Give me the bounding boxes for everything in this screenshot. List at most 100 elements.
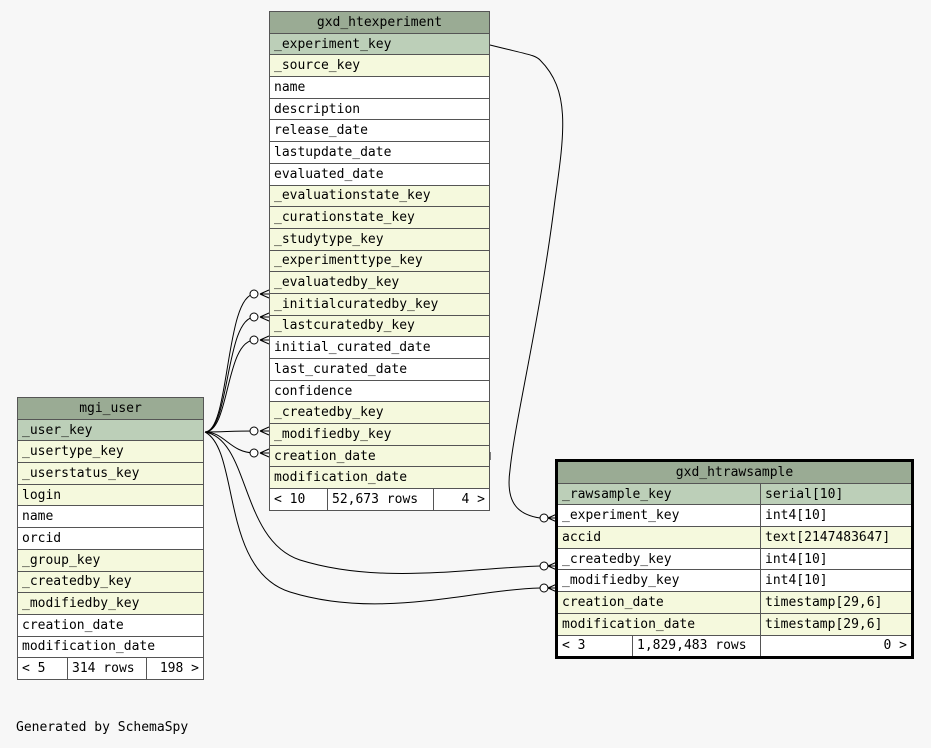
- column-name: modification_date: [17, 635, 204, 659]
- column-row[interactable]: initial_curated_date: [269, 336, 490, 359]
- column-type: timestamp[29,6]: [760, 612, 912, 636]
- column-name: _experiment_key: [557, 504, 761, 528]
- column-name: _group_key: [17, 548, 204, 572]
- column-name: _experimenttype_key: [269, 249, 490, 273]
- edge-raw-modifiedby-end: [539, 583, 549, 593]
- column-row[interactable]: login: [17, 483, 204, 507]
- children-count[interactable]: 198 >: [146, 657, 204, 680]
- column-row[interactable]: modification_date: [17, 635, 204, 659]
- column-row[interactable]: modification_date: [269, 466, 490, 490]
- column-name: modification_date: [557, 612, 761, 636]
- parents-count[interactable]: < 10: [269, 488, 328, 511]
- column-name: creation_date: [269, 444, 490, 468]
- column-row[interactable]: _initialcuratedby_key: [269, 292, 490, 316]
- parents-count[interactable]: < 3: [557, 634, 633, 658]
- edge-raw-createdby-end: [539, 561, 549, 571]
- column-name: _source_key: [269, 54, 490, 78]
- column-name: name: [17, 505, 204, 529]
- edge-lastcuratedby-crow: [259, 335, 270, 345]
- column-row[interactable]: last_curated_date: [269, 358, 490, 381]
- column-row[interactable]: _modifiedby_key: [269, 423, 490, 446]
- column-name: evaluated_date: [269, 162, 490, 186]
- column-name: _modifiedby_key: [17, 592, 204, 615]
- table-gxd-htexperiment[interactable]: gxd_htexperiment _experiment_key_source_…: [269, 11, 490, 511]
- column-row[interactable]: _userstatus_key: [17, 462, 204, 485]
- column-name: accid: [557, 526, 761, 549]
- edge-evaluatedby-end: [249, 289, 259, 299]
- column-row[interactable]: _createdby_key: [269, 401, 490, 425]
- column-row[interactable]: name: [17, 505, 204, 529]
- column-row[interactable]: _group_key: [17, 548, 204, 572]
- edge-modifiedby-crow: [259, 448, 270, 458]
- edge-evaluatedby-crow: [259, 289, 270, 299]
- edge-experiment-crow: [547, 513, 558, 523]
- column-type: serial[10]: [760, 482, 912, 506]
- column-row[interactable]: _evaluationstate_key: [269, 184, 490, 208]
- column-row[interactable]: description: [269, 97, 490, 121]
- children-count[interactable]: 4 >: [433, 488, 490, 511]
- column-row[interactable]: _experimenttype_key: [269, 249, 490, 273]
- column-name: _experiment_key: [269, 32, 490, 56]
- edge-initialcuratedby: [204, 316, 256, 433]
- table-title: mgi_user: [17, 397, 204, 420]
- column-name: _studytype_key: [269, 227, 490, 251]
- column-row[interactable]: creation_date: [269, 444, 490, 468]
- edge-raw-modifiedby-crow: [547, 583, 558, 593]
- column-name: initial_curated_date: [269, 336, 490, 359]
- column-row[interactable]: _source_key: [269, 54, 490, 78]
- edge-createdby-end: [249, 426, 259, 436]
- column-row[interactable]: _experiment_key: [269, 32, 490, 56]
- column-row[interactable]: _evaluatedby_key: [269, 271, 490, 294]
- column-row[interactable]: _modifiedby_key: [17, 592, 204, 615]
- column-row[interactable]: _studytype_key: [269, 227, 490, 251]
- edge-modifiedby-end: [249, 448, 259, 458]
- column-row[interactable]: release_date: [269, 119, 490, 143]
- column-row[interactable]: orcid: [17, 527, 204, 550]
- generated-by-label: Generated by SchemaSpy: [16, 720, 189, 735]
- table-mgi-user[interactable]: mgi_user _user_key_usertype_key_userstat…: [17, 397, 204, 680]
- column-name: _user_key: [17, 418, 204, 442]
- column-name: _userstatus_key: [17, 462, 204, 485]
- column-type: int4[10]: [760, 504, 912, 528]
- row-count: 52,673 rows: [327, 488, 434, 511]
- row-count: 314 rows: [67, 657, 147, 680]
- table-title: gxd_htrawsample: [557, 461, 912, 484]
- column-type: text[2147483647]: [760, 526, 912, 549]
- edge-lastcuratedby-end: [249, 335, 259, 345]
- column-name: _rawsample_key: [557, 482, 761, 506]
- column-row[interactable]: _curationstate_key: [269, 206, 490, 229]
- column-row[interactable]: _user_key: [17, 418, 204, 442]
- edge-raw-createdby: [204, 431, 541, 574]
- column-name: _modifiedby_key: [269, 423, 490, 446]
- column-name: _createdby_key: [269, 401, 490, 425]
- column-row[interactable]: evaluated_date: [269, 162, 490, 186]
- column-row[interactable]: _lastcuratedby_key: [269, 314, 490, 338]
- column-name: description: [269, 97, 490, 121]
- column-name: _usertype_key: [17, 440, 204, 464]
- column-name: _initialcuratedby_key: [269, 292, 490, 316]
- column-name: release_date: [269, 119, 490, 143]
- column-row[interactable]: _usertype_key: [17, 440, 204, 464]
- column-row[interactable]: name: [269, 76, 490, 99]
- column-row[interactable]: lastupdate_date: [269, 141, 490, 164]
- column-type: timestamp[29,6]: [760, 591, 912, 614]
- column-name: _evaluationstate_key: [269, 184, 490, 208]
- column-name: confidence: [269, 379, 490, 403]
- column-name: login: [17, 483, 204, 507]
- column-row[interactable]: creation_date: [17, 613, 204, 637]
- column-row[interactable]: confidence: [269, 379, 490, 403]
- column-row[interactable]: _createdby_key: [17, 570, 204, 594]
- column-name: _lastcuratedby_key: [269, 314, 490, 338]
- parents-count[interactable]: < 5: [17, 657, 68, 680]
- children-count[interactable]: 0 >: [760, 634, 912, 658]
- column-name: creation_date: [557, 591, 761, 614]
